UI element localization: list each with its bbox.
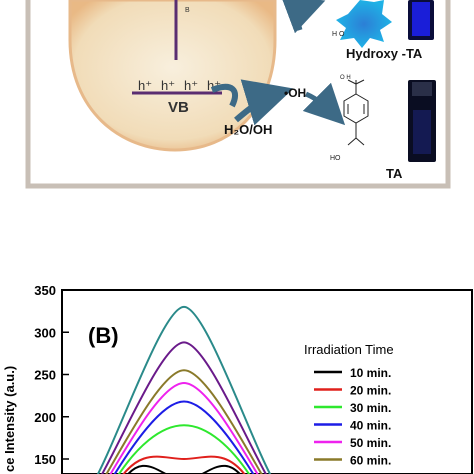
hole-3: h⁺ <box>184 78 198 93</box>
spectrum-curve-5 <box>109 381 259 474</box>
superscript-mark: B <box>185 7 190 14</box>
spectrum-curve-3 <box>117 424 251 474</box>
panel-frame <box>25 0 451 189</box>
vial-hydroxy-ta-glow <box>412 2 430 36</box>
semiconductor-sphere <box>68 0 277 152</box>
spectrum-curve-8 <box>96 305 272 474</box>
y-tick-label-350: 350 <box>34 283 56 298</box>
oxidation-arrow <box>234 79 294 126</box>
spectra-curves <box>96 305 272 474</box>
hole-arrow <box>210 83 239 108</box>
spectrum-curve-4 <box>113 400 255 474</box>
ta-molecule <box>343 79 369 146</box>
legend-title: Irradiation Time <box>304 342 394 357</box>
y-axis-ticks: 150 200 250 300 350 <box>34 283 69 467</box>
molecule-oh-top: O H <box>340 75 351 81</box>
spectrum-curve-7 <box>101 341 267 474</box>
legend-label-6: 60 min. <box>350 454 391 468</box>
radical-to-ta-arrow <box>302 82 346 126</box>
ta-to-hydroxy-arrow <box>280 0 326 34</box>
hydroxy-ta-glow-star <box>336 0 392 48</box>
legend-label-1: 10 min. <box>350 366 391 380</box>
spectrum-curve-2 <box>122 455 246 474</box>
spectrum-curve-1 <box>126 464 242 474</box>
water-label: H₂O/OH <box>224 122 272 137</box>
legend-label-4: 40 min. <box>350 419 391 433</box>
hole-1: h⁺ <box>138 78 152 93</box>
molecule-ho-bottom: HO <box>330 155 341 162</box>
legend-label-2: 20 min. <box>350 384 391 398</box>
top-panel: B h⁺ h⁺ h⁺ h⁺ VB H₂O/OH •OH H O Hydroxy … <box>25 0 451 189</box>
vb-label: VB <box>168 99 189 116</box>
molecule-ho-left: H O <box>332 31 345 38</box>
ta-label: TA <box>386 166 403 181</box>
vial-ta-cap <box>412 82 432 96</box>
panel-label: (B) <box>88 323 119 348</box>
y-tick-label-200: 200 <box>34 410 56 425</box>
legend-label-5: 50 min. <box>350 436 391 450</box>
legend: 10 min. 20 min. 30 min. 40 min. 50 min. 60 mi… <box>314 366 391 468</box>
radical-label: •OH <box>284 86 306 100</box>
vial-ta-liquid <box>413 110 431 154</box>
y-tick-label-250: 250 <box>34 368 56 383</box>
y-tick-label-300: 300 <box>34 325 56 340</box>
legend-label-3: 30 min. <box>350 401 391 415</box>
hole-2: h⁺ <box>161 78 175 93</box>
y-tick-label-150: 150 <box>34 452 56 467</box>
y-axis-label: ce Intensity (a.u.) <box>2 366 17 472</box>
hydroxy-ta-label: Hydroxy -TA <box>346 46 423 61</box>
plot-frame <box>61 289 473 474</box>
spectrum-curve-6 <box>105 369 263 474</box>
